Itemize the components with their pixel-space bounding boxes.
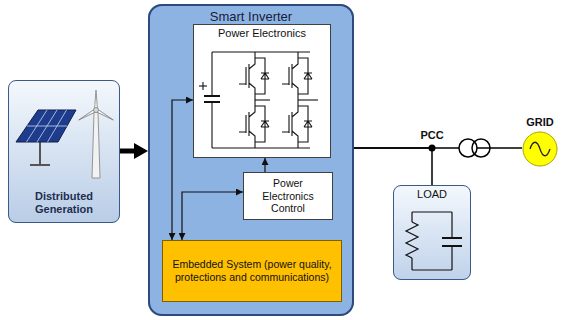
transformer-coil [472,139,490,157]
connector [182,192,243,240]
node-fill [162,240,342,302]
turbine-blade [95,90,98,110]
igbt-body [292,100,298,148]
node-text: GRID [526,116,554,129]
igbt-body [292,52,298,100]
wind-turbine [78,90,114,178]
node-fill [148,4,354,316]
igbt-bridge [199,52,318,148]
igbt-body [249,100,255,148]
dc-rail [212,147,310,148]
load-wire [451,212,452,238]
illustrations [16,52,490,270]
panel-grid [48,110,67,142]
node-text: Smart Inverter [210,9,292,25]
node-text: Power Electronics Control [247,177,329,215]
grid-circle [523,132,557,166]
capacitor-symbol [442,237,462,239]
panel-face [16,110,76,142]
resistor-symbol [406,222,418,258]
control-box: Power Electronics Control [243,172,333,220]
igbt-gate [282,115,289,133]
pcc-dot [429,145,436,152]
node-fill [193,24,331,158]
node-fills [8,4,471,316]
igbt-switch [282,52,312,100]
igbt-gate [239,115,246,133]
plus-sign [202,82,203,90]
igbt-switch [282,100,312,148]
node-text: Embedded System (power quality, protecti… [167,258,337,283]
capacitor-plate [204,95,220,97]
leg-output [255,99,270,100]
capacitor-plate [204,101,220,103]
connectors [120,100,522,240]
load-box: LOAD [393,185,471,280]
igbt-gate [282,67,289,85]
diode [255,58,269,94]
inverter-housing: Smart InverterPower ElectronicsPower Ele… [148,4,354,316]
connector [120,149,138,154]
node-fill [243,172,333,220]
diode [298,106,312,142]
dc-rail [212,51,310,52]
grid-source: GRID [522,116,558,168]
diode [255,106,269,142]
turbine-tower [92,112,100,178]
igbt-switch [239,52,269,100]
load-wire [451,246,452,270]
embedded-system-box: Embedded System (power quality, protecti… [162,240,342,302]
node-text: Power Electronics [218,27,306,40]
diode [298,58,312,94]
node-fill [8,80,120,223]
capacitor-wire [211,102,212,148]
igbt-gate [239,67,246,85]
panel-grid [27,110,48,142]
node-fill [393,185,471,280]
capacitor-wire [211,52,212,96]
load-wire [411,258,412,270]
node-text: Distributed Generation [13,190,115,216]
sine-symbol [530,142,550,156]
igbt-switch [239,100,269,148]
panel-grid [37,110,57,142]
node-text: LOAD [417,188,447,201]
connector [354,148,432,185]
igbt-body [249,52,255,100]
generation-box: Distributed Generation [8,80,120,223]
turbine-hub [94,108,99,113]
panel-stand [39,140,41,165]
solar-panel [16,110,76,165]
junction-label: PCC [412,129,452,142]
leg-output [298,99,318,100]
connector [264,158,265,172]
panel-stand [30,164,50,166]
load-wire [412,211,452,212]
load-wire [411,212,412,222]
connector [354,147,522,149]
rc-load-symbol [406,212,462,270]
load-wire [412,269,452,270]
power-electronics-box: Power Electronics [193,24,331,158]
